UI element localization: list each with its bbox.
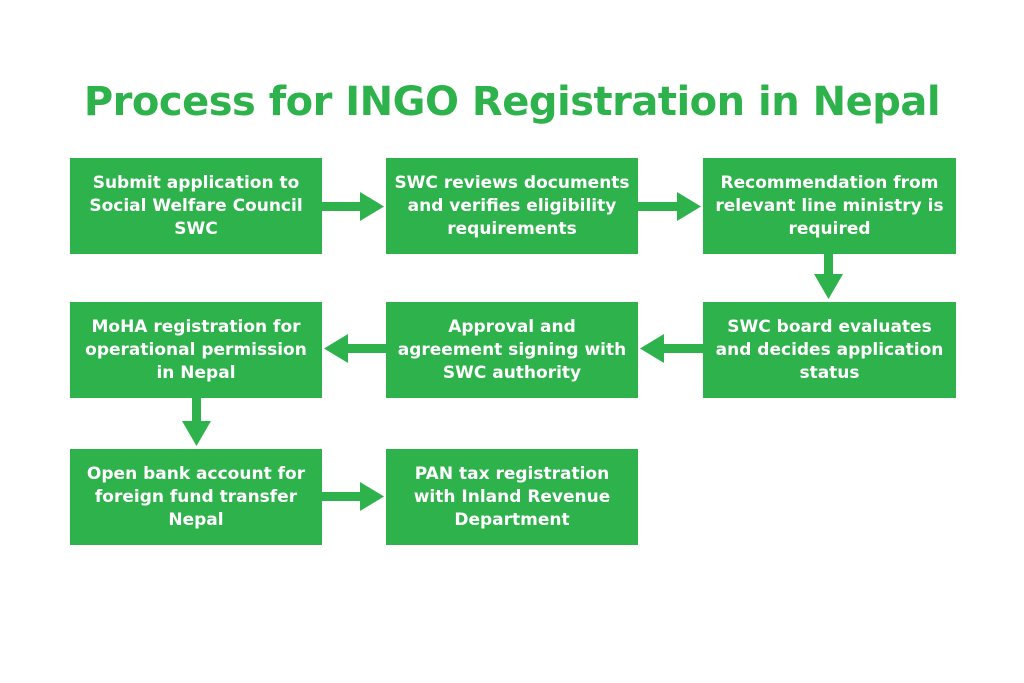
step-open-bank-account-label: Open bank account for foreign fund trans… (86, 463, 306, 530)
step-ministry-recommendation-label: Recommendation from relevant line minist… (715, 172, 944, 239)
arrow-down-3-to-4 (814, 254, 843, 299)
step-board-evaluation-label: SWC board evaluates and decides applicat… (715, 316, 944, 383)
arrow-right-1-to-2 (322, 192, 384, 221)
step-moha-registration: MoHA registration for operational permis… (70, 302, 322, 398)
step-approval-agreement: Approval and agreement signing with SWC … (386, 302, 638, 398)
step-moha-registration-label: MoHA registration for operational permis… (85, 316, 307, 383)
step-swc-review-label: SWC reviews documents and verifies eligi… (394, 172, 630, 239)
step-ministry-recommendation: Recommendation from relevant line minist… (703, 158, 956, 254)
arrow-right-7-to-8 (322, 482, 384, 511)
step-swc-review: SWC reviews documents and verifies eligi… (386, 158, 638, 254)
step-board-evaluation: SWC board evaluates and decides applicat… (703, 302, 956, 398)
arrow-down-6-to-7 (182, 398, 211, 446)
diagram-title: Process for INGO Registration in Nepal (83, 79, 941, 125)
arrow-left-4-to-5 (640, 334, 703, 363)
step-pan-registration-label: PAN tax registration with Inland Revenue… (413, 463, 611, 530)
step-open-bank-account: Open bank account for foreign fund trans… (70, 449, 322, 545)
step-approval-agreement-label: Approval and agreement signing with SWC … (397, 316, 627, 383)
step-pan-registration: PAN tax registration with Inland Revenue… (386, 449, 638, 545)
step-submit-application: Submit application to Social Welfare Cou… (70, 158, 322, 254)
arrow-right-2-to-3 (638, 192, 701, 221)
step-submit-application-label: Submit application to Social Welfare Cou… (89, 172, 303, 239)
arrow-left-5-to-6 (324, 334, 386, 363)
